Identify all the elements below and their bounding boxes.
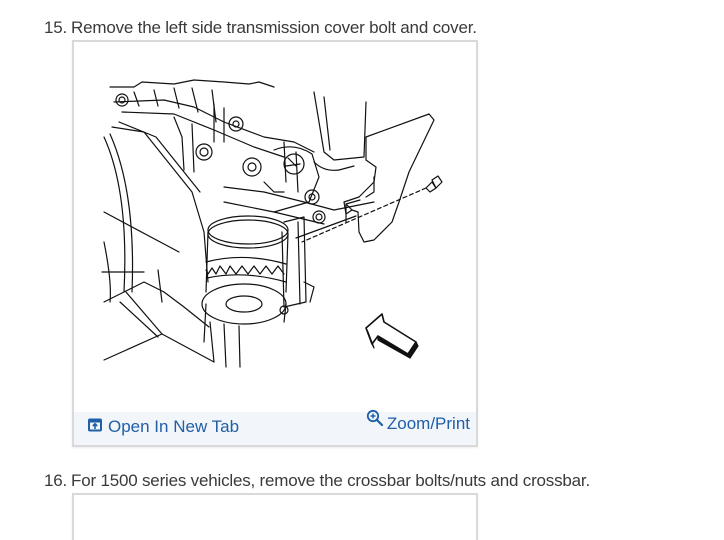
step-number: 16.	[44, 471, 68, 490]
figure-card: Open In New Tab Zoom/Print	[72, 40, 478, 447]
open-in-new-tab-icon	[88, 416, 102, 438]
transmission-cover-diagram[interactable]	[74, 42, 476, 412]
figure-footer: Open In New Tab Zoom/Print	[74, 409, 476, 445]
zoom-in-icon	[366, 409, 384, 433]
step-text: Remove the left side transmission cover …	[71, 18, 477, 37]
zoom-print-link[interactable]: Zoom/Print	[366, 409, 470, 435]
zoom-print-label: Zoom/Print	[386, 414, 470, 433]
figure-card	[72, 493, 478, 540]
step-15: 15.Remove the left side transmission cov…	[44, 18, 477, 38]
open-in-new-tab-label: Open In New Tab	[108, 417, 240, 436]
step-text: For 1500 series vehicles, remove the cro…	[71, 471, 590, 490]
open-in-new-tab-link[interactable]: Open In New Tab	[88, 416, 239, 438]
step-number: 15.	[44, 18, 68, 37]
step-16: 16.For 1500 series vehicles, remove the …	[44, 471, 590, 491]
